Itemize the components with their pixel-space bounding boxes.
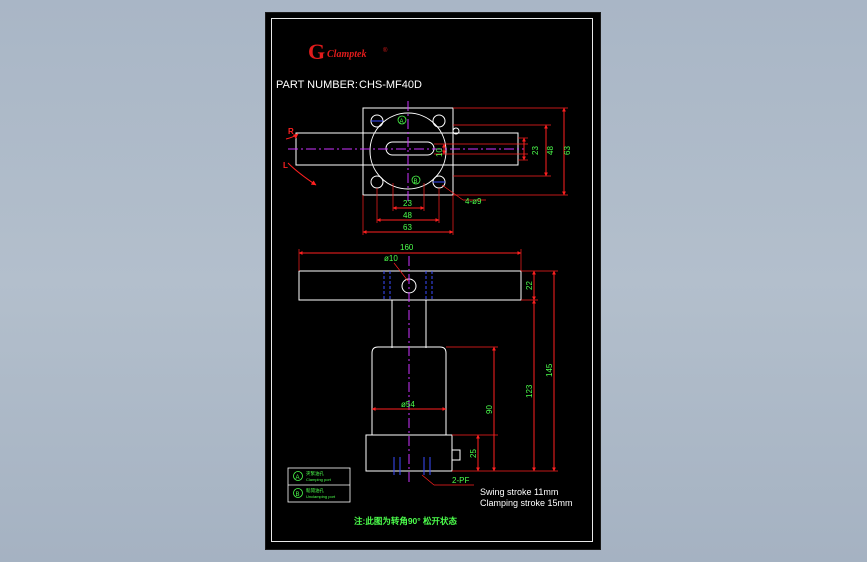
port-fitting bbox=[451, 449, 461, 461]
port-marker-a bbox=[397, 115, 407, 125]
leader-line bbox=[441, 184, 464, 201]
bolt-hole bbox=[370, 175, 384, 189]
front-view-dimensions: 160 ø10 22 123 145 ø54 90 25 2-PF bbox=[384, 243, 554, 485]
port-callout: 2-PF bbox=[452, 476, 469, 485]
cad-drawing: G Clamptek ® PART NUMBER: CHS-MF40D bbox=[276, 39, 573, 526]
dim-48-v: 48 bbox=[546, 146, 555, 155]
dim-23-h: 23 bbox=[403, 199, 412, 208]
rotation-arrow-left bbox=[287, 162, 317, 186]
label-r: R bbox=[288, 127, 294, 136]
legend-a-letter: A bbox=[296, 475, 300, 481]
port-marker-b bbox=[411, 175, 421, 185]
part-number-label: PART NUMBER: bbox=[276, 79, 358, 91]
legend-a-icon bbox=[293, 471, 303, 481]
brand-registered-mark: ® bbox=[383, 47, 388, 54]
front-view bbox=[298, 249, 558, 486]
drawing-sheet: G Clamptek ® PART NUMBER: CHS-MF40D bbox=[266, 13, 600, 549]
legend-b-icon bbox=[293, 488, 303, 498]
label-l: L bbox=[283, 161, 288, 170]
rotation-arrow-right bbox=[285, 133, 299, 140]
brand-name: Clamptek bbox=[327, 49, 366, 60]
drawing-note: 注:此图为转角90° 松开状态 bbox=[354, 516, 458, 526]
legend-b-cn: 鬆開油孔 bbox=[306, 487, 324, 494]
marker-a: A bbox=[400, 119, 404, 125]
dim-123: 123 bbox=[525, 384, 534, 398]
drawing-border bbox=[271, 18, 593, 542]
dim-90: 90 bbox=[485, 405, 494, 414]
bolt-hole bbox=[432, 114, 446, 128]
dim-pin: ø10 bbox=[384, 254, 398, 263]
hole-callout: 4-ø9 bbox=[465, 197, 482, 206]
leader-line bbox=[421, 474, 435, 486]
top-view bbox=[285, 101, 568, 235]
dim-63-h: 63 bbox=[403, 223, 412, 232]
dim-160: 160 bbox=[400, 243, 414, 252]
marker-b: B bbox=[414, 179, 418, 185]
dim-54: ø54 bbox=[401, 400, 415, 409]
clamping-stroke: Clamping stroke 15mm bbox=[480, 498, 573, 508]
legend-a-en: Clamping port bbox=[306, 477, 332, 482]
legend-b-letter: B bbox=[296, 492, 300, 498]
leader-line bbox=[393, 262, 409, 282]
top-view-dimensions: R L 10 23 48 63 23 48 63 4-ø9 A B bbox=[283, 115, 572, 232]
brand-logo: G Clamptek ® bbox=[308, 39, 388, 64]
part-number-value: CHS-MF40D bbox=[359, 79, 422, 91]
legend-b-en: Unclamping port bbox=[306, 494, 336, 499]
fitting bbox=[452, 127, 460, 135]
dim-63-v: 63 bbox=[563, 146, 572, 155]
clamp-arm-front bbox=[298, 270, 522, 301]
swing-stroke: Swing stroke 11mm bbox=[480, 487, 558, 497]
port-legend: A 夾緊油孔 Clamping port B 鬆開油孔 Unclamping p… bbox=[287, 467, 351, 503]
dim-10: 10 bbox=[435, 148, 444, 157]
legend-a-cn: 夾緊油孔 bbox=[306, 470, 324, 477]
logo-letter: G bbox=[308, 39, 325, 64]
dim-23-v: 23 bbox=[531, 146, 540, 155]
dim-145: 145 bbox=[545, 363, 554, 377]
dim-48-h: 48 bbox=[403, 211, 412, 220]
dim-25: 25 bbox=[469, 449, 478, 458]
body-circle bbox=[369, 112, 447, 190]
dim-22: 22 bbox=[525, 281, 534, 290]
